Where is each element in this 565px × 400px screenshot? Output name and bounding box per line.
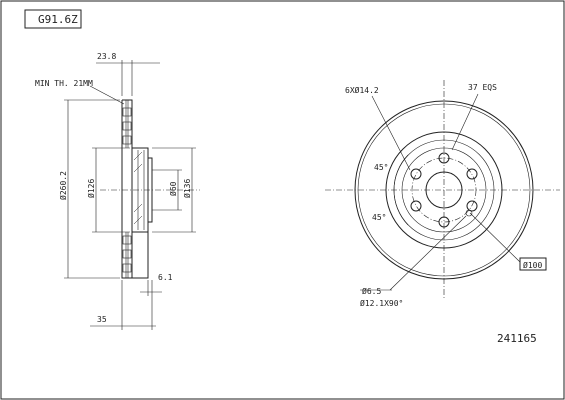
vent-slot	[122, 249, 132, 259]
bolt-pitch-leader	[451, 93, 479, 151]
label-chamfer: Ø12.1X90°	[360, 298, 403, 308]
disc-outer-edge-inner	[357, 103, 531, 277]
bolt-hole	[466, 168, 478, 180]
center-bore	[425, 171, 463, 209]
dim-outer-diameter: Ø260.2	[58, 171, 68, 200]
dim-flange-thickness: 6.1	[158, 273, 173, 282]
part-number: 241165	[497, 332, 537, 345]
bolt-hole-leader	[371, 95, 411, 171]
label-bolt-holes: 6XØ14.2	[345, 85, 379, 95]
pcd-circle	[411, 157, 477, 223]
disc-outer-edge	[354, 100, 534, 280]
small-hole	[465, 209, 473, 217]
hatch-line	[133, 163, 143, 173]
hatch-line	[133, 203, 143, 213]
label-angle-top: 45°	[374, 163, 388, 172]
angle-arc-bottom	[393, 189, 409, 226]
vent-slot	[122, 235, 132, 245]
label-bolt-pitch: 37 EQS	[468, 83, 497, 92]
vent-slot	[122, 107, 132, 117]
label-angle-bottom: 45°	[372, 213, 386, 222]
pcd-leader	[469, 212, 521, 263]
hatch-line	[133, 215, 143, 225]
hatch-line	[133, 151, 143, 161]
vent-slot	[122, 121, 132, 131]
side-view: 23.8 MIN TH. 21MM Ø260.2 Ø126 Ø60 Ø136 6…	[35, 52, 200, 330]
bolt-hole	[466, 200, 478, 212]
bolt-hole	[438, 152, 450, 164]
dim-overall-height: 35	[97, 315, 107, 324]
small-hole-leader	[389, 215, 467, 291]
dim-min-thickness: MIN TH. 21MM	[35, 79, 93, 88]
min-thickness-leader	[89, 85, 125, 105]
vent-slot	[122, 135, 132, 145]
label-small-hole: Ø6.5	[362, 286, 381, 296]
bolt-hole	[410, 168, 422, 180]
bolt-hole	[410, 200, 422, 212]
title-block-code: G91.6Z	[38, 13, 78, 26]
friction-ring-inner	[385, 131, 503, 249]
angle-arc-top	[393, 154, 409, 191]
dim-center-bore: Ø126	[86, 179, 96, 198]
dim-disc-thickness: 23.8	[97, 52, 116, 61]
label-pcd: Ø100	[523, 260, 542, 270]
hat-face	[401, 147, 487, 233]
front-view: 6XØ14.2 37 EQS 45° 45° Ø6.5 Ø12.1X90° Ø1…	[325, 80, 560, 308]
title-block: G91.6Z	[24, 9, 82, 29]
bolt-hole	[438, 216, 450, 228]
dim-hub-bore: Ø60	[168, 181, 178, 196]
dim-hat-diameter: Ø136	[182, 179, 192, 198]
title-block-box	[24, 9, 82, 29]
hat-profile	[131, 147, 153, 278]
pcd-label-box	[519, 257, 547, 271]
vent-slot	[122, 263, 132, 273]
